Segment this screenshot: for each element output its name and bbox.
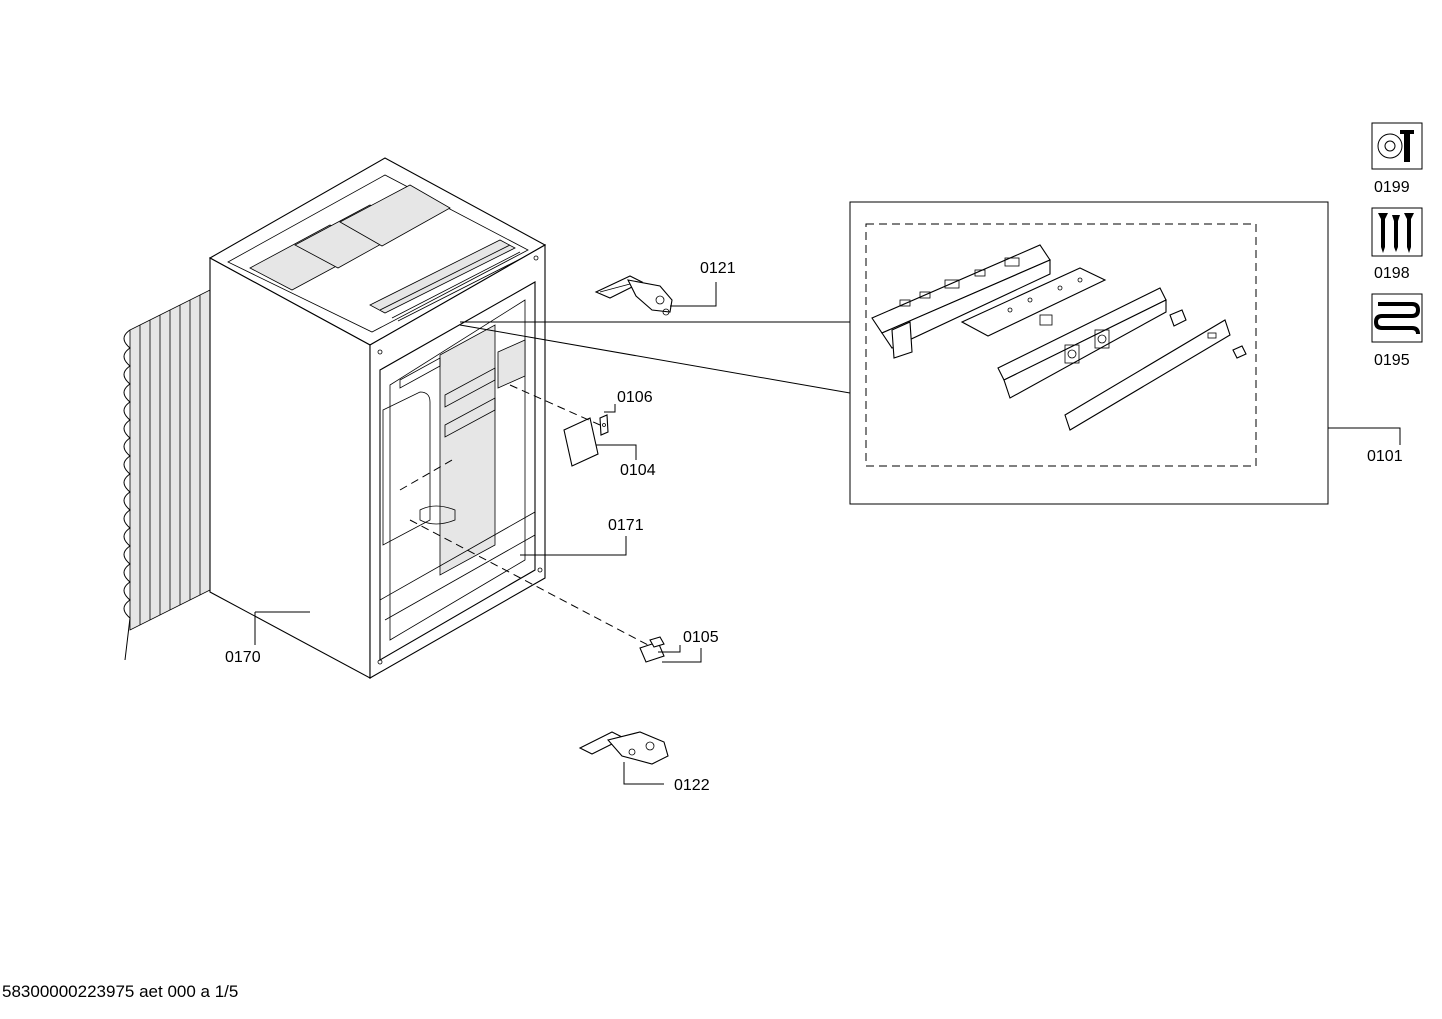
label-0198: 0198 xyxy=(1374,265,1410,282)
assembly-lines xyxy=(399,384,649,646)
label-0121: 0121 xyxy=(700,260,736,277)
circuit-board xyxy=(960,267,1107,337)
cover-strip xyxy=(1064,319,1231,431)
lower-hinge xyxy=(578,731,669,765)
refrigerator-cabinet xyxy=(208,157,547,679)
condenser-coil xyxy=(123,289,211,661)
foil-sticker xyxy=(563,417,599,467)
control-module xyxy=(871,244,1051,359)
front-panel xyxy=(997,287,1167,399)
detail-box xyxy=(849,201,1329,505)
nut-and-wrench-icon xyxy=(1371,122,1423,170)
heating-coil-icon xyxy=(1371,293,1423,343)
leader-lines xyxy=(254,282,1401,785)
label-0104: 0104 xyxy=(620,462,656,479)
screws-icon xyxy=(1371,207,1423,257)
label-0170: 0170 xyxy=(225,649,261,666)
label-0105: 0105 xyxy=(683,629,719,646)
selector-knob xyxy=(1169,309,1247,359)
label-0171: 0171 xyxy=(608,517,644,534)
light-switch xyxy=(639,636,665,663)
label-0195: 0195 xyxy=(1374,352,1410,369)
label-0106: 0106 xyxy=(617,389,653,406)
label-0101: 0101 xyxy=(1367,448,1403,465)
small-clip xyxy=(599,414,609,436)
upper-hinge xyxy=(594,275,673,316)
label-0122: 0122 xyxy=(674,777,710,794)
label-0199: 0199 xyxy=(1374,179,1410,196)
document-footer: 58300000223975 aet 000 a 1/5 xyxy=(2,982,239,1001)
